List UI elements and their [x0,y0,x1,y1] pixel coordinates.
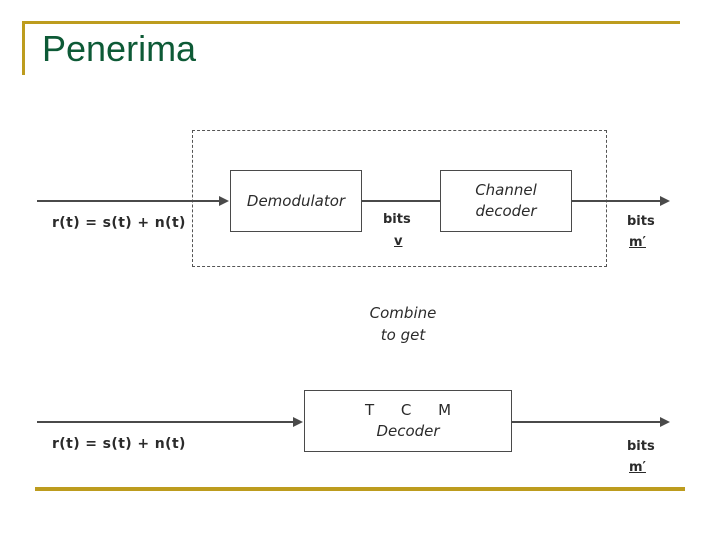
demodulator-to-decoder-wire [362,200,440,202]
block-channel-decoder[interactable]: Channel decoder [440,170,572,232]
bottom-output-bits-label: bits [627,439,655,454]
interstage-bits-label: bits [383,212,411,227]
bottom-output-wire [512,421,660,423]
top-output-bits-label: bits [627,214,655,229]
block-channel-decoder-line-2: decoder [475,202,537,220]
top-input-arrowhead [219,196,229,206]
bottom-input-label: r(t) = s(t) + n(t) [52,436,186,452]
top-system-dashed-region [192,130,607,267]
combine-note-line-1: Combine [369,304,437,322]
interstage-vector-label: v [394,234,403,249]
block-diagram: r(t) = s(t) + n(t) Demodulator bits v Ch… [0,100,720,480]
slide-title-accent-bar [22,21,25,75]
top-output-message-label: m′ [629,235,646,250]
block-tcm-decoder-line-2: Decoder [376,422,440,440]
top-output-arrowhead [660,196,670,206]
block-tcm-decoder-line-1: T C M [364,401,463,419]
slide-top-rule [22,21,680,24]
page-title: Penerima [42,28,197,69]
block-demodulator-line-1: Demodulator [246,191,346,210]
block-tcm-decoder[interactable]: T C M Decoder [304,390,512,452]
combine-note-line-2: to get [380,326,426,344]
block-channel-decoder-line-1: Channel [475,181,537,199]
top-output-wire [572,200,660,202]
slide-bottom-rule [35,487,685,491]
block-demodulator[interactable]: Demodulator [230,170,362,232]
top-input-wire [37,200,219,202]
combine-note: Combine to get [355,302,451,346]
bottom-output-message-label: m′ [629,460,646,475]
top-input-label: r(t) = s(t) + n(t) [52,215,186,231]
bottom-input-arrowhead [293,417,303,427]
bottom-output-arrowhead [660,417,670,427]
bottom-input-wire [37,421,293,423]
